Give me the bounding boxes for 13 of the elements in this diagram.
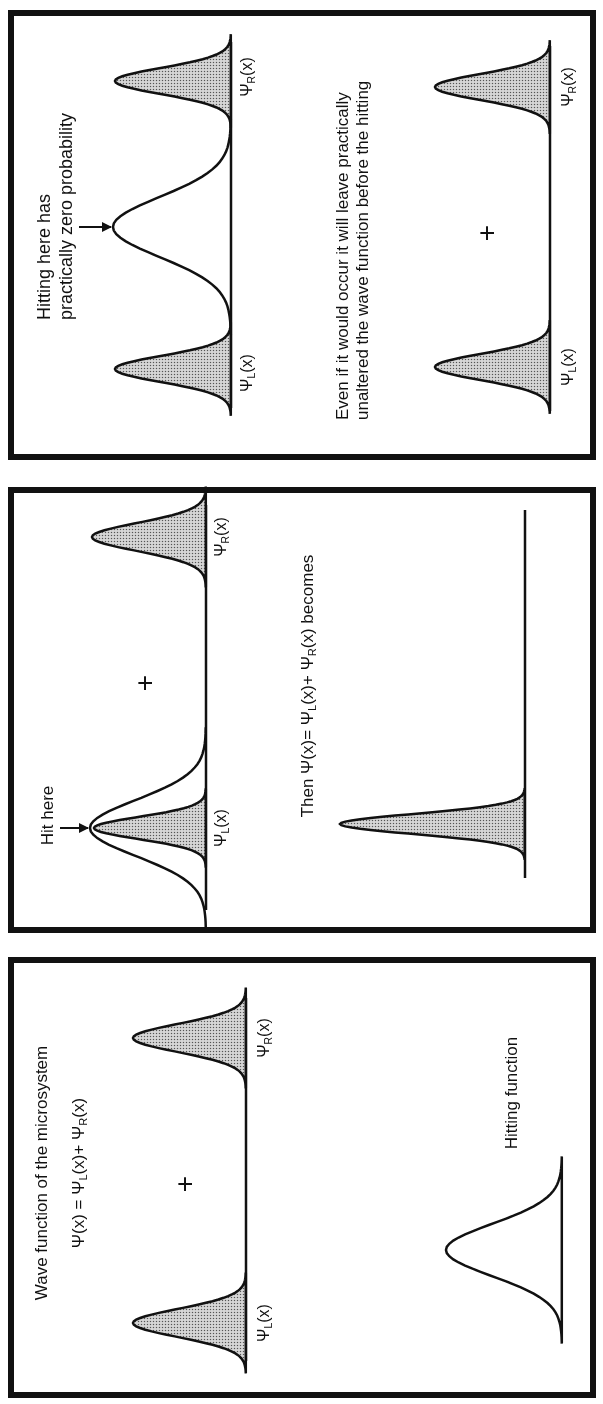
callout-text: Hitting here has practically zero probability: [34, 111, 78, 320]
panel: [8, 487, 596, 933]
note-text: Even if it would occur it will leave practically unaltered the wave function before the hitting: [333, 79, 374, 420]
callout-text: Hit here: [38, 778, 59, 853]
caption-text: Hitting function: [502, 1035, 522, 1152]
plus-sign: +: [128, 673, 161, 694]
arrow: [59, 823, 89, 833]
panel: [8, 957, 596, 1398]
arrow: [78, 222, 112, 232]
plus-sign: +: [168, 1174, 201, 1195]
panel: [8, 10, 596, 460]
panel-title: Wave function of the microsystem: [32, 1044, 52, 1303]
plus-sign: +: [470, 223, 503, 244]
